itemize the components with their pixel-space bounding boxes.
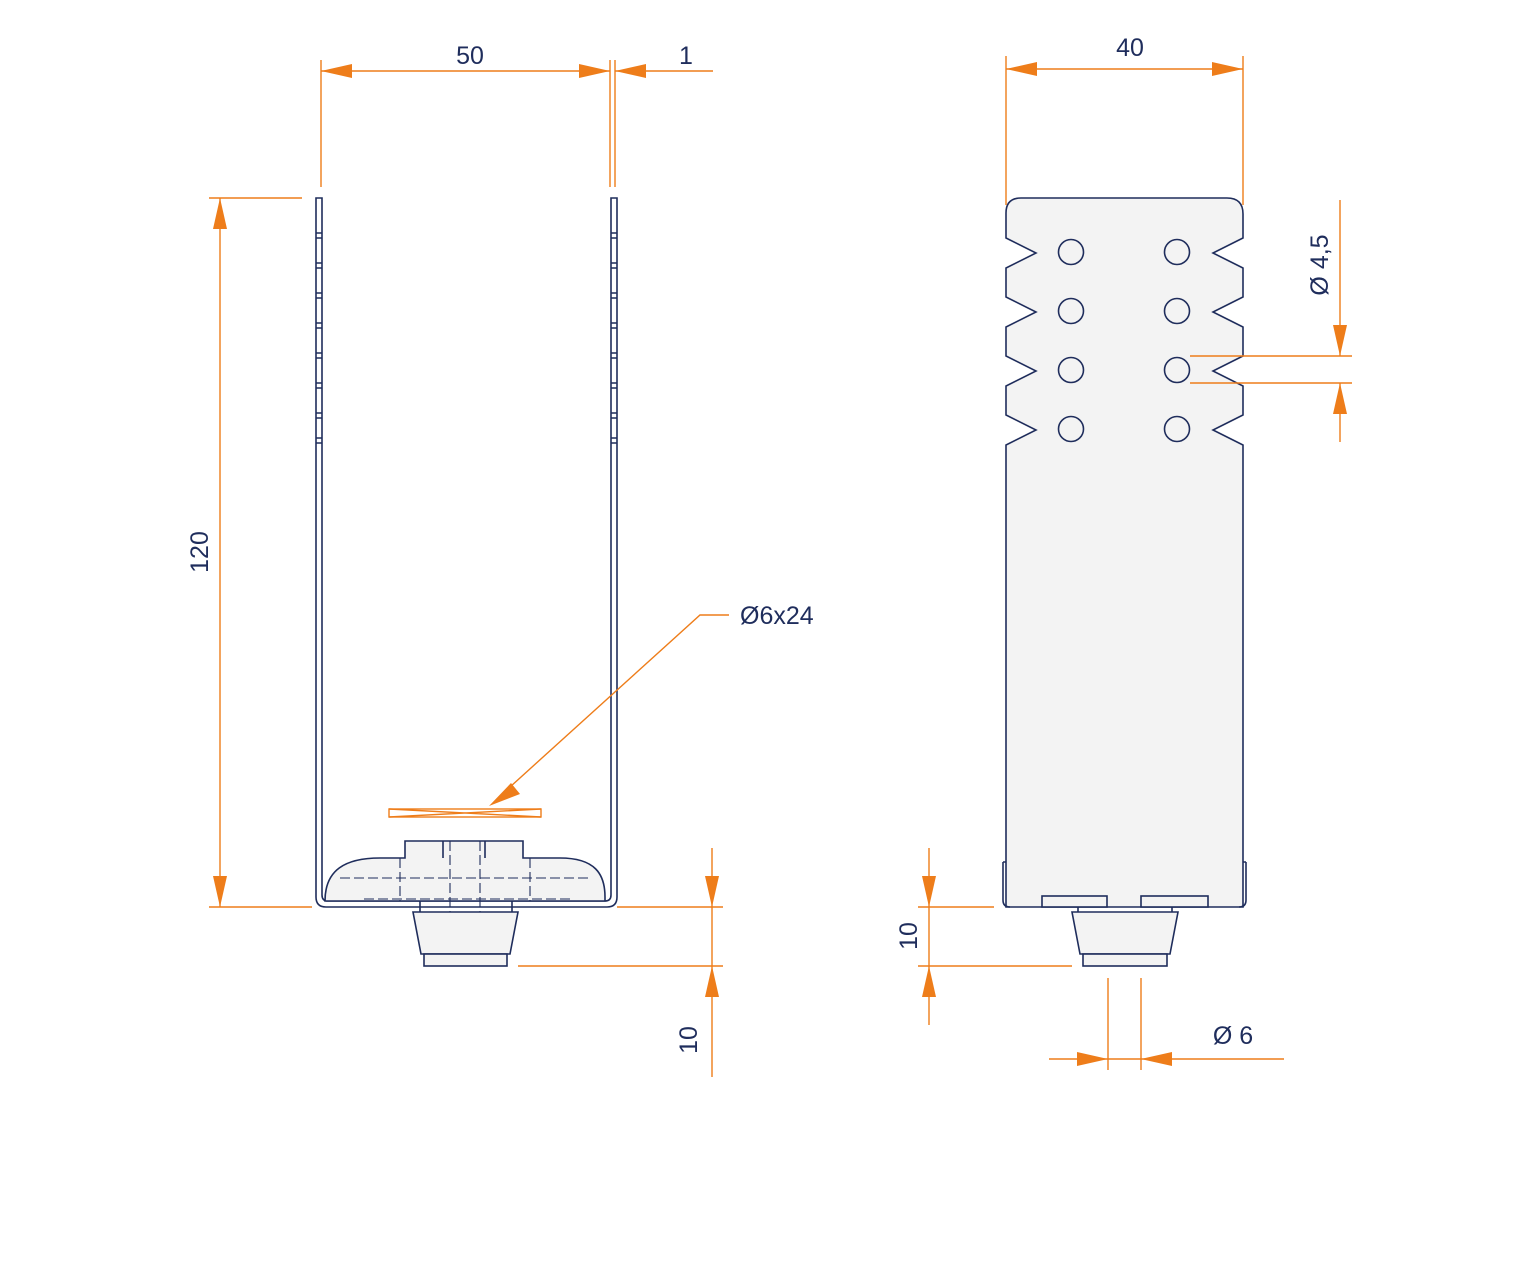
cap-hidden-lines	[340, 841, 590, 966]
hole	[1163, 415, 1191, 443]
label-foot-diameter: Ø 6	[1213, 1022, 1253, 1050]
label-hole-diameter: Ø 4,5	[1306, 234, 1334, 295]
hole	[1163, 356, 1191, 384]
label-height-120: 120	[186, 531, 214, 573]
hole	[1163, 297, 1191, 325]
cap-side-lines	[1002, 861, 1247, 908]
bracket-plate	[1005, 197, 1244, 908]
cap-tab-right	[1140, 895, 1209, 908]
bracket-outline	[315, 197, 618, 908]
rubber-cap	[324, 840, 606, 902]
hole	[1057, 297, 1085, 325]
cap-tab-left	[1041, 895, 1108, 908]
foot-cone-front	[1071, 911, 1179, 955]
dim-height-120: 120	[186, 197, 312, 908]
screw-symbol	[388, 808, 542, 818]
hole	[1057, 415, 1085, 443]
cap-top-lines	[442, 841, 486, 858]
dim-thickness-1: 1	[615, 42, 713, 78]
foot-cone	[412, 911, 519, 955]
dim-width-50: 50	[320, 42, 616, 187]
label-foot-10-right: 10	[895, 922, 923, 950]
leader-screw: Ø6x24	[489, 602, 814, 806]
dim-hole-diameter: Ø 4,5	[1190, 200, 1352, 442]
label-width-50: 50	[456, 42, 484, 70]
hole	[1057, 238, 1085, 266]
side-view	[315, 197, 618, 967]
foot-base	[423, 953, 508, 967]
hole	[1163, 238, 1191, 266]
wall-perforations	[316, 232, 617, 444]
foot-collar-front	[1077, 907, 1173, 912]
label-thickness-1: 1	[679, 42, 693, 70]
hole	[1057, 356, 1085, 384]
front-view	[1002, 197, 1247, 967]
nail-holes	[1057, 238, 1191, 443]
label-width-40: 40	[1116, 34, 1144, 62]
foot-collar	[419, 901, 513, 912]
dim-foot-diameter: Ø 6	[1049, 978, 1284, 1070]
label-foot-10-left: 10	[675, 1026, 703, 1054]
dim-foot-10-left: 10	[518, 848, 723, 1077]
label-screw: Ø6x24	[740, 602, 814, 630]
dim-foot-10-right: 10	[895, 848, 1072, 1025]
foot-base-front	[1082, 953, 1168, 967]
dim-width-40: 40	[1005, 34, 1244, 205]
